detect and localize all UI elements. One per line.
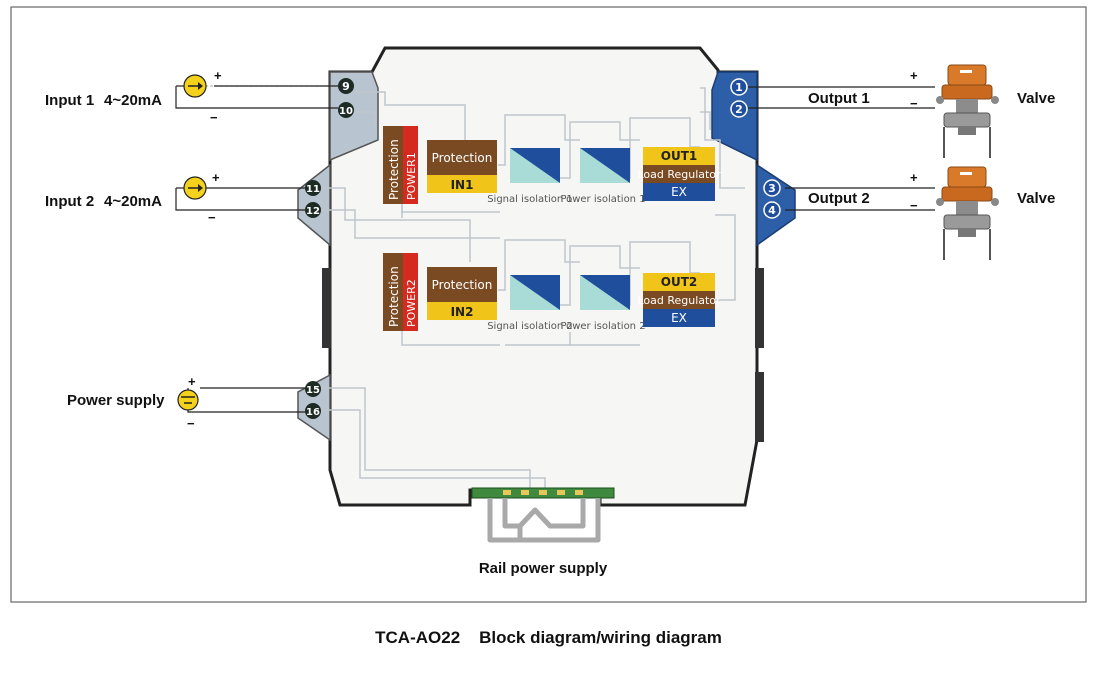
terminal-10-label: 10 xyxy=(339,106,353,117)
valve-actuator-icon xyxy=(936,166,999,260)
signal-isolation-label-1: Signal isolation 1 xyxy=(487,194,573,205)
valve-1-label: Valve xyxy=(1017,90,1055,107)
out-label-2: OUT2 xyxy=(661,275,697,289)
terminal-12: 12 xyxy=(305,202,321,218)
ex-label-2: EX xyxy=(671,311,687,325)
current-source-icon xyxy=(183,74,207,98)
minus-sign: − xyxy=(208,210,216,225)
protection-v-label-1: Protection xyxy=(387,139,401,200)
minus-sign: − xyxy=(210,110,218,125)
protection-v-block-2 xyxy=(383,253,403,331)
input-block-2 xyxy=(427,302,497,320)
signal-isolation-shade-1 xyxy=(510,148,560,183)
terminal-10: 10 xyxy=(338,102,354,118)
power-block-2 xyxy=(403,253,418,331)
protection-block-1 xyxy=(427,140,497,175)
diagram-caption: TCA-AO22 Block diagram/wiring diagram xyxy=(0,628,1097,648)
minus-sign: − xyxy=(187,416,195,431)
plus-sign: + xyxy=(910,170,918,185)
din-rail-icon xyxy=(471,487,615,543)
ex-label-1: EX xyxy=(671,185,687,199)
left-side-clip xyxy=(322,268,331,348)
input-2-range: 4~20mA xyxy=(104,193,162,210)
terminal-12-label: 12 xyxy=(306,206,320,217)
load-regulator-block-2 xyxy=(643,291,715,309)
dc-source-icon xyxy=(177,389,199,411)
plus-sign: + xyxy=(212,170,220,185)
input-1-range: 4~20mA xyxy=(104,92,162,109)
power-supply-label: Power supply xyxy=(67,392,165,409)
terminal-3-label: 3 xyxy=(768,182,776,195)
terminal-2: 2 xyxy=(730,100,748,118)
power-block-1 xyxy=(403,126,418,204)
input-label-1: IN1 xyxy=(451,178,474,192)
terminal-4: 4 xyxy=(763,201,781,219)
plus-sign: + xyxy=(910,68,918,83)
signal-isolation-label-2: Signal isolation 2 xyxy=(487,321,573,332)
out-label-1: OUT1 xyxy=(661,149,697,163)
out-block-2 xyxy=(643,273,715,291)
plus-sign: + xyxy=(214,68,222,83)
output-wiring xyxy=(748,86,935,211)
input-label-2: IN2 xyxy=(451,305,474,319)
out-block-1 xyxy=(643,147,715,165)
load-regulator-label-2: Load Regulator xyxy=(637,294,721,307)
load-regulator-block-1 xyxy=(643,165,715,183)
power-isolation-label-2: Power isolation 2 xyxy=(560,321,645,332)
terminal-9-label: 9 xyxy=(342,80,350,93)
load-regulator-label-1: Load Regulator xyxy=(637,168,721,181)
terminal-1: 1 xyxy=(730,78,748,96)
terminal-16: 16 xyxy=(305,403,321,419)
terminal-15-label: 15 xyxy=(306,385,320,396)
protection-block-2 xyxy=(427,267,497,302)
input-2-label: Input 2 xyxy=(45,193,94,210)
input-block-1 xyxy=(427,175,497,193)
terminal-15: 15 xyxy=(305,381,321,397)
terminal-16-label: 16 xyxy=(306,407,320,418)
terminal-11: 11 xyxy=(305,180,321,196)
output-1-label: Output 1 xyxy=(808,90,870,107)
power-label-2: POWER2 xyxy=(405,279,418,327)
power-isolation-shade-1 xyxy=(580,148,630,183)
channel-1: Protection POWER1 Protection IN1 Signal … xyxy=(383,126,721,205)
polarity-marks: + − + − + − + − + − xyxy=(187,68,918,431)
input-1-label: Input 1 xyxy=(45,92,94,109)
plus-sign: + xyxy=(188,374,196,389)
current-source-icon xyxy=(183,176,207,200)
ex-block-2 xyxy=(643,309,715,327)
protection-v-block-1 xyxy=(383,126,403,204)
signal-isolation-shade-2 xyxy=(510,275,560,310)
rail-power-label: Rail power supply xyxy=(479,560,608,577)
terminal-4-label: 4 xyxy=(768,204,776,217)
protection-v-label-2: Protection xyxy=(387,266,401,327)
power-isolation-shade-2 xyxy=(580,275,630,310)
caption-model: TCA-AO22 xyxy=(375,628,461,647)
channel-2: Protection POWER2 Protection IN2 Signal … xyxy=(383,253,721,332)
terminal-1-label: 1 xyxy=(735,81,743,94)
right-side-clip xyxy=(755,268,764,348)
valve-2-label: Valve xyxy=(1017,190,1055,207)
minus-sign: − xyxy=(910,198,918,213)
right-lower-clip xyxy=(755,372,764,442)
minus-sign: − xyxy=(910,96,918,111)
ex-block-1 xyxy=(643,183,715,201)
terminal-block-9-10 xyxy=(329,71,379,162)
protection-label-1: Protection xyxy=(432,151,493,165)
terminal-2-label: 2 xyxy=(735,103,743,116)
valve-actuator-icon xyxy=(936,64,999,158)
terminal-9: 9 xyxy=(338,78,354,94)
protection-label-2: Protection xyxy=(432,278,493,292)
power-label-1: POWER1 xyxy=(405,152,418,200)
power-isolation-label-1: Power isolation 1 xyxy=(560,194,645,205)
caption-title: Block diagram/wiring diagram xyxy=(479,628,722,647)
terminal-3: 3 xyxy=(763,179,781,197)
output-2-label: Output 2 xyxy=(808,190,870,207)
terminal-11-label: 11 xyxy=(306,184,320,195)
